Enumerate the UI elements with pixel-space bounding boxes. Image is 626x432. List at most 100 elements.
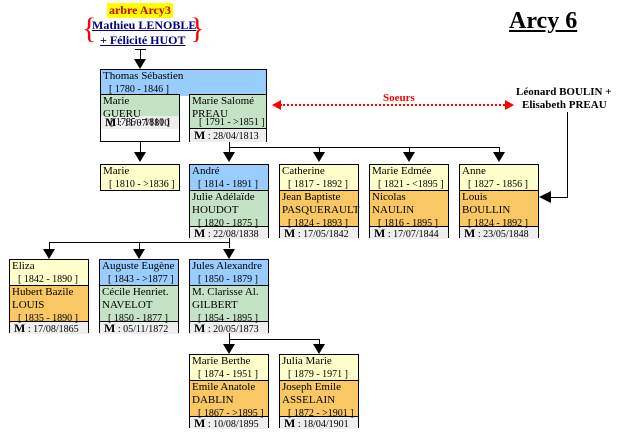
person-name: Thomas Sébastien xyxy=(103,70,184,82)
person-dates: [ 1814 - 1891 ] xyxy=(198,179,258,190)
spouse-dates: [ 1824 - 1893 ] xyxy=(288,218,348,229)
parents-link-line1[interactable]: Mathieu LENOBLE xyxy=(92,18,197,32)
marriage-date: : 17/07/1844 xyxy=(385,229,439,240)
connector xyxy=(140,142,141,152)
connector xyxy=(550,197,568,198)
spouse-first-name: Julie Adélaïde xyxy=(192,191,255,203)
person-dates: [ 1780 - 1846 ] xyxy=(109,84,169,95)
arrow-down-icon xyxy=(223,344,235,354)
connector xyxy=(319,147,320,153)
spouse-first-name: Emile Anatole xyxy=(192,381,256,393)
connector xyxy=(567,112,568,198)
parents-link-line2[interactable]: + Félicité HUOT xyxy=(100,33,186,47)
arrow-down-icon xyxy=(223,152,235,162)
person-dates: [ 1843 - >1877 ] xyxy=(108,274,174,285)
marriage-label: M xyxy=(194,321,206,335)
person-box-berthe[interactable]: Marie Berthe[ 1874 - 1951 ] Emile Anatol… xyxy=(189,354,269,430)
person-dates: [ 1879 - 1971 ] xyxy=(288,369,348,380)
arrow-right-icon xyxy=(505,100,514,110)
connector xyxy=(319,339,320,345)
marriage-date: : 18/04/1901 xyxy=(295,419,349,430)
spouse-dates: [ 1854 - 1895 ] xyxy=(198,313,258,324)
person-name: Auguste Eugène xyxy=(102,260,175,272)
spouse-first-name: Nicolas xyxy=(372,191,406,203)
arrow-down-icon xyxy=(313,152,325,162)
spouse-box-preau[interactable]: Marie Salomé PREAU M : 28/04/1813 xyxy=(189,94,267,142)
connector xyxy=(229,339,320,340)
arrow-down-icon xyxy=(134,59,146,69)
spouse-dates: [ 1820 - 1875 ] xyxy=(198,218,258,229)
marriage-date: : 10/08/1895 xyxy=(205,419,259,430)
person-name: Anne xyxy=(462,165,486,177)
person-name: Marie Edmée xyxy=(372,165,432,177)
arrow-down-icon xyxy=(223,249,235,259)
spouse-box-gueru[interactable]: Marie GUERU M : 11/07/1810 xyxy=(100,94,180,142)
spouse-first-name: Louis xyxy=(462,191,488,203)
person-dates: [ 1821 - <1895 ] xyxy=(378,179,444,190)
sisters-label: Soeurs xyxy=(383,92,415,104)
spouse-dates: [ 1850 - 1877 ] xyxy=(108,313,168,324)
person-name: Marie xyxy=(103,165,130,177)
marriage-date: : 05/11/1872 xyxy=(115,324,169,335)
spouse-last-name: DABLIN xyxy=(192,394,234,406)
marriage-date: : 28/04/1813 xyxy=(205,131,259,142)
spouse-dates: [ 1867 - >1895 ] xyxy=(198,408,264,419)
boulin-parents-line2: Elisabeth PREAU xyxy=(522,99,607,111)
spouse-dates: [ 1835 - 1890 ] xyxy=(18,313,78,324)
marriage-date: : 23/05/1848 xyxy=(475,229,529,240)
person-box-jules[interactable]: Jules Alexandre [ 1850 - 1879 ] M. Claris… xyxy=(189,259,269,335)
spouse-first-name: Hubert Bazile xyxy=(12,286,74,298)
person-dates: [ 1850 - 1879 ] xyxy=(198,274,258,285)
spouse-dates: [ 1824 - 1892 ] xyxy=(468,218,528,229)
arrow-left-icon xyxy=(272,100,281,110)
connector xyxy=(49,242,50,250)
spouse-first-name: Jean Baptiste xyxy=(282,191,341,203)
person-name: Eliza xyxy=(12,260,35,272)
marriage-label: M xyxy=(194,416,206,430)
person-name: Jules Alexandre xyxy=(192,260,262,272)
marriage-label: M xyxy=(374,226,386,240)
spouse-last-name: ASSELAIN xyxy=(282,394,336,406)
person-dates: [ 1827 - 1856 ] xyxy=(468,179,528,190)
marriage-label: M xyxy=(284,226,296,240)
arrow-down-icon xyxy=(313,344,325,354)
spouse-dates: [ 1791 - >1851 ] xyxy=(199,117,265,128)
spouse-last-name: NAULIN xyxy=(372,204,415,216)
spouse-dates: [ 1816 - 1895 ] xyxy=(378,218,438,229)
spouse-last-name: HOUDOT xyxy=(192,204,239,216)
person-dates: [ 1810 - >1836 ] xyxy=(109,179,175,190)
connector xyxy=(229,147,500,148)
spouse-first-name: Marie xyxy=(103,95,130,107)
spouse-first-name: Cécile Henriet. xyxy=(102,286,169,298)
marriage-label: M xyxy=(284,416,296,430)
marriage-date: : 20/05/1873 xyxy=(205,324,259,335)
spouse-last-name: GILBERT xyxy=(192,299,238,311)
marriage-label: M xyxy=(464,226,476,240)
connector xyxy=(140,49,141,61)
person-box-marie[interactable]: Marie [ 1810 - >1836 ] xyxy=(100,164,180,191)
spouse-first-name: Marie Salomé xyxy=(192,95,255,107)
spouse-last-name: LOUIS xyxy=(12,299,45,311)
connector xyxy=(135,49,146,50)
tree-link-badge[interactable]: arbre Arcy3 xyxy=(107,3,173,18)
person-box-auguste[interactable]: Auguste Eugène [ 1843 - >1877 ] Cécile He… xyxy=(99,259,179,335)
marriage-label: M xyxy=(194,128,206,142)
spouse-last-name: BOULLIN xyxy=(462,204,511,216)
person-name: Julia Marie xyxy=(282,355,332,367)
person-name: Marie Berthe xyxy=(192,355,251,367)
person-box-thomas[interactable]: Thomas Sébastien [ 1780 - 1846 ] xyxy=(100,69,267,96)
spouse-first-name: M. Clarisse Al. xyxy=(192,286,259,298)
spouse-dates: [ 1785 - 1810 ] xyxy=(110,117,170,128)
person-dates: [ 1842 - 1890 ] xyxy=(18,274,78,285)
marriage-label: M xyxy=(104,321,116,335)
arrow-down-icon xyxy=(43,249,55,259)
person-name: Catherine xyxy=(282,165,325,177)
sisters-line xyxy=(280,104,508,106)
marriage-date: : 17/05/1842 xyxy=(295,229,349,240)
